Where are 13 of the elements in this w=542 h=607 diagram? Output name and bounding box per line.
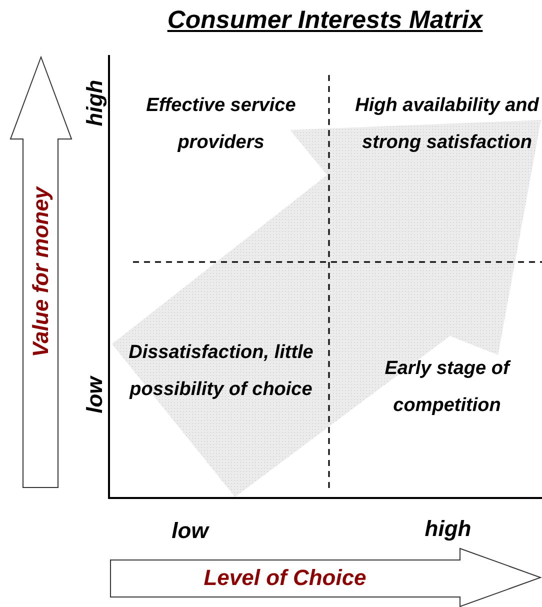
- axis-title: Level of Choice: [202, 565, 368, 591]
- axis-title: Value for money: [28, 186, 54, 358]
- title: Consumer Interests Matrix: [166, 6, 484, 35]
- quadrant-label: High availability and strong satisfaction: [354, 94, 540, 155]
- quadrant-label: Effective service providers: [145, 94, 297, 155]
- block-arrow: [10, 57, 72, 488]
- axis-tick-label: low: [82, 376, 108, 414]
- block-arrow: [110, 548, 541, 607]
- quadrant-label: Dissatisfaction, little possibility of choice: [128, 341, 314, 402]
- axis-tick-label: high: [82, 80, 108, 126]
- axis-tick-label: high: [424, 516, 472, 542]
- quadrant-label: Early stage of competition: [384, 357, 512, 418]
- axis-tick-label: low: [172, 518, 208, 544]
